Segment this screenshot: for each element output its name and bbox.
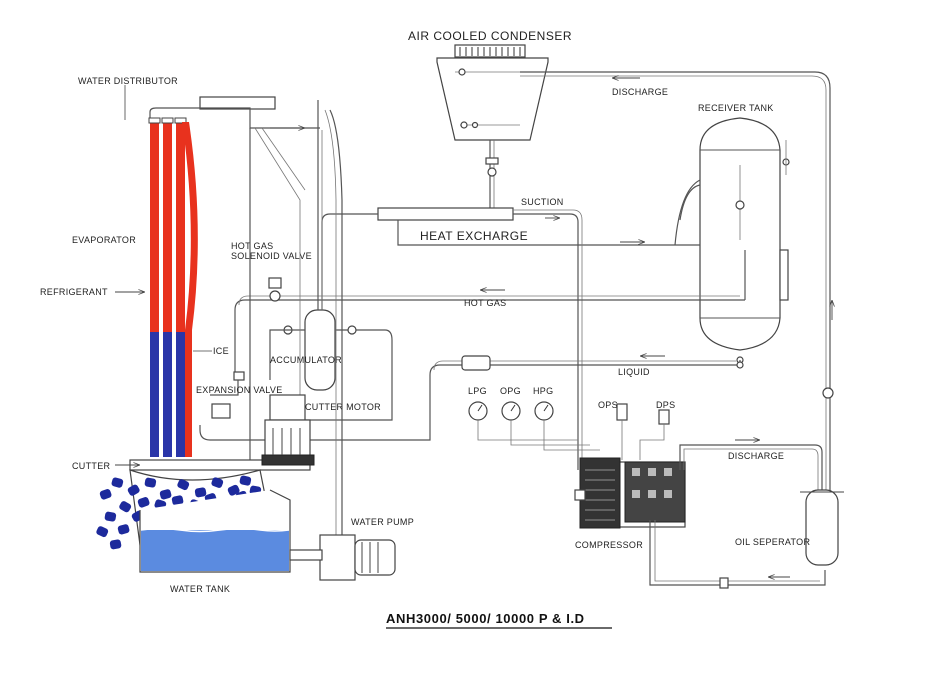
- compressor: [574, 457, 686, 529]
- ice-cube: [104, 511, 117, 522]
- label-hpg: HPG: [533, 386, 553, 396]
- ice-cube: [109, 539, 122, 550]
- label-water-tank: WATER TANK: [170, 584, 230, 594]
- liquid-line: [199, 356, 744, 441]
- ice-cube: [177, 479, 190, 491]
- water-tank: [139, 489, 291, 573]
- label-hot-gas-solenoid-2: SOLENOID VALVE: [231, 251, 312, 261]
- ice-cube: [211, 477, 224, 488]
- label-hot-gas: HOT GAS: [464, 298, 506, 308]
- label-water-distributor: WATER DISTRIBUTOR: [78, 76, 178, 86]
- evaporator-tube-refrigerant: [150, 122, 159, 332]
- evaporator-tube-ice: [150, 332, 159, 457]
- label-water-pump: WATER PUMP: [351, 517, 414, 527]
- label-compressor: COMPRESSOR: [575, 540, 643, 550]
- ice-cube: [119, 501, 132, 513]
- ice-cube: [171, 495, 184, 506]
- label-opg: OPG: [500, 386, 521, 396]
- label-liquid: LIQUID: [618, 367, 650, 377]
- hot-gas-line: [234, 250, 746, 375]
- ice-cube: [239, 475, 252, 486]
- condenser-outlet-line: [485, 140, 499, 210]
- ice-cube: [144, 477, 157, 488]
- gauge-group: [468, 401, 600, 451]
- distributor-nozzle: [161, 117, 174, 124]
- label-expansion-valve: EXPANSION VALVE: [196, 385, 283, 395]
- tank-water: [141, 530, 289, 571]
- expansion-valve: [210, 371, 245, 396]
- label-suction: SUCTION: [521, 197, 564, 207]
- label-heat-exchange: HEAT EXCHARGE: [420, 229, 528, 243]
- air-cooled-condenser: [436, 44, 549, 141]
- ice-cube: [227, 484, 240, 496]
- oil-separator: [800, 489, 844, 566]
- label-ice: ICE: [213, 346, 229, 356]
- discharge-line-bottom: [649, 440, 826, 589]
- label-lpg: LPG: [468, 386, 487, 396]
- label-cutter-motor: CUTTER MOTOR: [305, 402, 381, 412]
- discharge-line-top: [520, 71, 833, 560]
- ice-cube: [194, 487, 207, 498]
- heat-exchanger: [321, 179, 701, 470]
- ice-cube: [127, 484, 140, 496]
- water-distributor: [124, 85, 320, 460]
- accumulator: [269, 100, 393, 421]
- distributor-nozzle: [148, 117, 161, 124]
- label-discharge-bottom: DISCHARGE: [728, 451, 784, 461]
- label-receiver-tank: RECEIVER TANK: [698, 103, 774, 113]
- evaporator-tube-ice: [163, 332, 172, 457]
- ice-cube: [111, 477, 124, 488]
- ice-cube: [99, 489, 112, 500]
- label-accumulator: ACCUMULATOR: [270, 355, 342, 365]
- label-refrigerant: REFRIGERANT: [40, 287, 108, 297]
- label-evaporator: EVAPORATOR: [72, 235, 136, 245]
- label-air-cooled-condenser: AIR COOLED CONDENSER: [408, 29, 572, 43]
- distributor-nozzle: [174, 117, 187, 124]
- ice-cube: [137, 497, 150, 508]
- dps-switch: [658, 409, 670, 425]
- receiver-tank: [699, 117, 790, 364]
- label-cutter: CUTTER: [72, 461, 110, 471]
- diagram-title: ANH3000/ 5000/ 10000 P & I.D: [386, 611, 585, 626]
- cutter-motor: [211, 394, 315, 466]
- evaporator-tubes: [148, 117, 198, 457]
- label-hot-gas-solenoid-1: HOT GAS: [231, 241, 273, 251]
- label-ops: OPS: [598, 400, 618, 410]
- ops-switch: [616, 403, 628, 421]
- evaporator-tube-refrigerant: [163, 122, 172, 332]
- label-oil-separator: OIL SEPERATOR: [735, 537, 810, 547]
- pressure-switches: [616, 403, 670, 460]
- water-pump: [289, 109, 396, 581]
- ice-cube: [117, 524, 130, 535]
- evaporator-tube-ice: [176, 332, 185, 457]
- label-discharge-top: DISCHARGE: [612, 87, 668, 97]
- label-dps: DPS: [656, 400, 675, 410]
- ice-cube: [159, 489, 172, 500]
- evaporator-tube-outer: [182, 122, 198, 457]
- evaporator-tube-refrigerant: [176, 122, 185, 332]
- ice-cube: [96, 526, 109, 538]
